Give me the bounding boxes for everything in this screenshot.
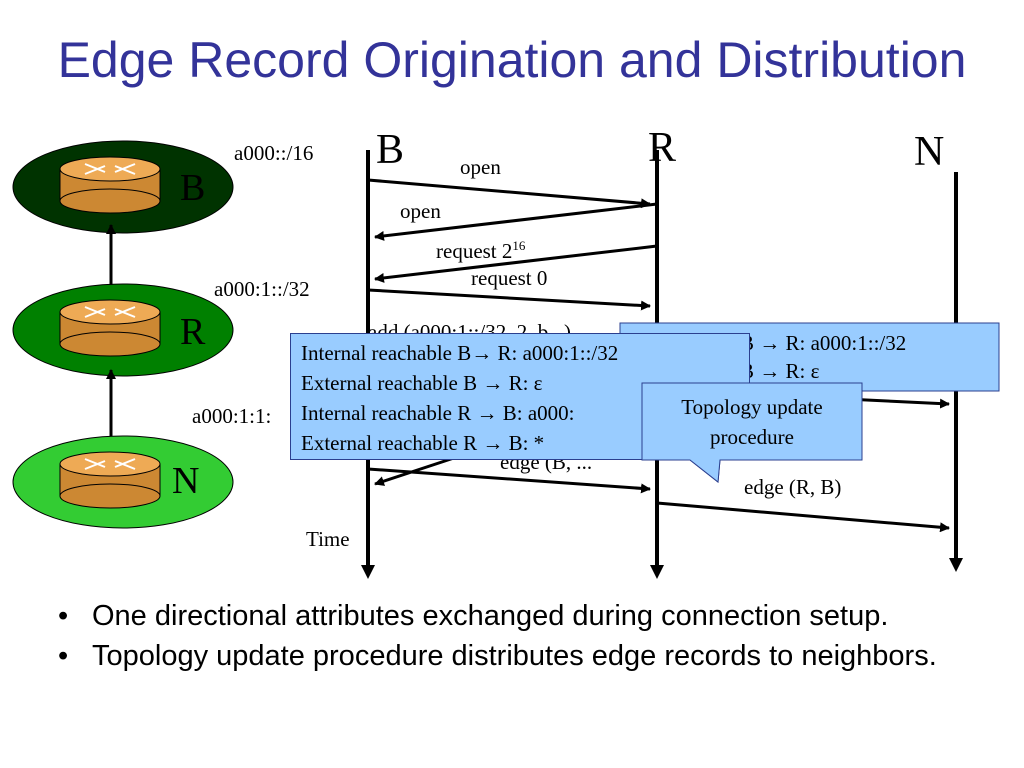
box-right-line-2: B → R: ε	[740, 359, 820, 383]
box-left-line-2: External reachable B → R: ε	[301, 371, 543, 395]
column-b-label: B	[376, 127, 405, 173]
msg-request0-label: request 0	[471, 266, 548, 290]
time-label: Time	[306, 527, 350, 551]
bullet-item: •Topology update procedure distributes e…	[58, 640, 937, 672]
callout-text: Topology update procedure	[642, 392, 862, 452]
msg-request0-b-r	[367, 288, 651, 311]
bullet-item: •One directional attributes exchanged du…	[58, 600, 889, 632]
box-left-line-1: Internal reachable B→ R: a000:1::/32	[301, 341, 619, 365]
msg-edge-b-r	[367, 467, 651, 494]
box-right-line-1: B → R: a000:1::/32	[740, 331, 907, 355]
msg-open-2-label: open	[400, 199, 441, 223]
router-n-letter: N	[172, 460, 200, 502]
router-b-icon	[59, 156, 161, 214]
router-r-label: R	[180, 311, 206, 353]
callout-line-2: procedure	[710, 425, 794, 449]
prefix-b: a000::/16	[234, 141, 314, 165]
bullet-list: •One directional attributes exchanged du…	[52, 600, 992, 680]
msg-edge-r-b	[374, 454, 461, 486]
msg-open-1-label: open	[460, 155, 501, 179]
router-r-icon	[59, 299, 161, 357]
msg-request2-r-b	[374, 244, 658, 283]
box-right: B → R: a000:1::/32 B → R: ε	[740, 329, 906, 385]
column-n-label: N	[914, 129, 945, 175]
msg-open-b-r	[367, 178, 651, 209]
msg-edge-rb-label: edge (R, B)	[744, 475, 842, 499]
msg-edge-r-n	[656, 501, 950, 533]
prefix-n: a000:1:1:	[192, 404, 272, 428]
box-left-line-3: Internal reachable R → B: a000:	[301, 401, 575, 425]
msg-request2-label: request 216	[436, 238, 526, 263]
router-b-label: B	[180, 167, 206, 209]
box-left-line-4: External reachable R → B: *	[301, 431, 545, 455]
router-n-icon	[59, 451, 161, 509]
slide-title: Edge Record Origination and Distribution	[57, 32, 967, 88]
prefix-r: a000:1::/32	[214, 277, 310, 301]
callout-line-1: Topology update	[681, 395, 823, 419]
msg-open-r-b	[374, 202, 658, 241]
column-r-label: R	[648, 125, 677, 171]
